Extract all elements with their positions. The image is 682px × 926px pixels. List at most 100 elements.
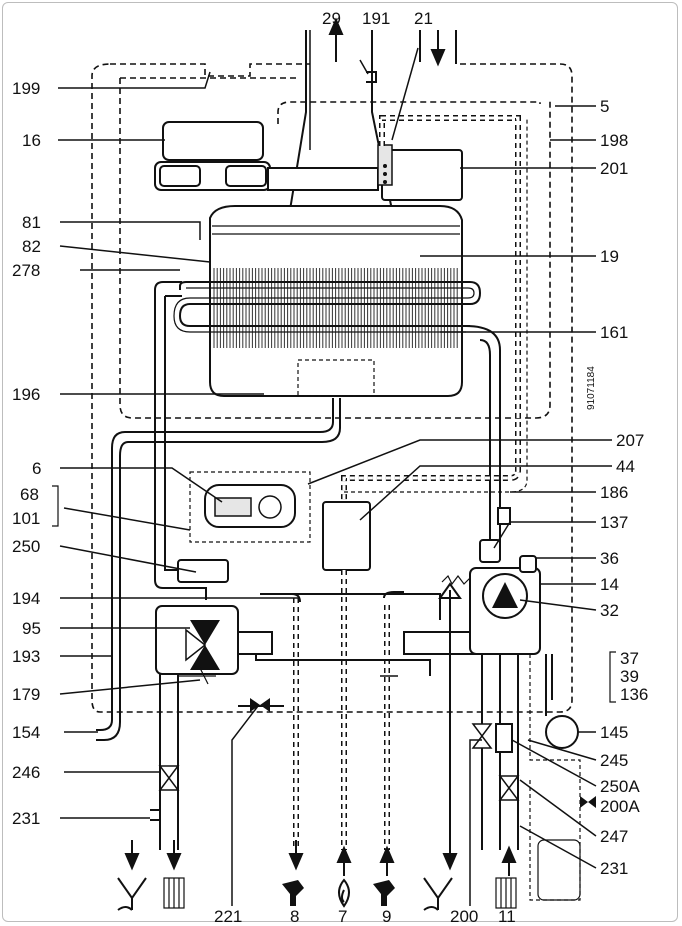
casing-outline xyxy=(91,38,573,713)
label-231: 231 xyxy=(12,809,40,828)
label-247: 247 xyxy=(600,827,628,846)
label-82: 82 xyxy=(22,237,41,256)
label-186: 186 xyxy=(600,483,628,502)
label-39: 39 xyxy=(620,667,639,686)
expansion-vessel xyxy=(545,715,579,749)
expansion-vessel-pipe xyxy=(545,654,553,716)
radiator-icon xyxy=(163,877,185,909)
callout-labels: 29 191 21 199 5 16 198 201 81 82 278 19 … xyxy=(12,9,648,926)
fan-outlet xyxy=(267,167,379,191)
label-191: 191 xyxy=(362,9,390,28)
control-knob xyxy=(258,495,282,519)
label-5: 5 xyxy=(600,97,609,116)
valve-200A xyxy=(580,796,596,808)
label-32: 32 xyxy=(600,601,619,620)
label-194: 194 xyxy=(12,589,40,608)
return-pipe-right xyxy=(465,325,501,560)
terminal-dot-3 xyxy=(383,180,387,184)
pump-arrow xyxy=(492,582,518,608)
inner-chamber-outline xyxy=(277,101,541,124)
terminal-dot-1 xyxy=(383,164,387,168)
label-7: 7 xyxy=(338,907,347,926)
label-193: 193 xyxy=(12,647,40,666)
valve-stack-left xyxy=(159,674,179,850)
label-36: 36 xyxy=(600,549,619,568)
arrow-down-safety xyxy=(442,840,458,871)
flame-icon xyxy=(338,878,350,908)
label-6: 6 xyxy=(32,459,41,478)
plate-hx-pipe xyxy=(255,593,441,676)
label-154: 154 xyxy=(12,723,40,742)
burner-outline xyxy=(297,359,375,397)
label-200A: 200A xyxy=(600,797,640,816)
label-201: 201 xyxy=(600,159,628,178)
label-207: 207 xyxy=(616,431,644,450)
label-196: 196 xyxy=(12,385,40,404)
label-19: 19 xyxy=(600,247,619,266)
diverter-out xyxy=(238,631,273,655)
label-137: 137 xyxy=(600,513,628,532)
label-250A: 250A xyxy=(600,777,640,796)
valve-231-left xyxy=(150,809,161,821)
coil-upper-in xyxy=(173,287,475,333)
motor-250 xyxy=(177,559,229,583)
safety-valve-spring xyxy=(441,574,471,586)
drain-funnel-icon-2 xyxy=(423,877,453,911)
bracket-37-136 xyxy=(609,651,616,703)
label-44: 44 xyxy=(616,457,635,476)
chamber-outline xyxy=(119,77,551,419)
coil-upper xyxy=(178,281,482,327)
label-145: 145 xyxy=(600,723,628,742)
leader-lines xyxy=(58,30,612,906)
arrow-up-cold xyxy=(379,845,395,876)
display-screen xyxy=(214,497,252,517)
label-231b: 231 xyxy=(600,859,628,878)
label-68: 68 xyxy=(20,485,39,504)
label-14: 14 xyxy=(600,575,619,594)
sensor-186 xyxy=(497,507,511,525)
label-11: 11 xyxy=(498,907,516,926)
valve-179 xyxy=(178,667,216,685)
drain-pipe xyxy=(96,398,334,731)
label-29: 29 xyxy=(322,9,341,28)
tap-icon-cold xyxy=(373,880,395,906)
arrow-down-drain xyxy=(124,840,140,871)
label-199: 199 xyxy=(12,79,40,98)
arrow-up-return xyxy=(501,845,517,876)
safety-valve xyxy=(438,582,462,850)
label-8: 8 xyxy=(290,907,299,926)
label-221: 221 xyxy=(214,907,242,926)
label-9: 9 xyxy=(382,907,391,926)
filter-250A xyxy=(495,723,513,753)
label-81: 81 xyxy=(22,213,41,232)
fan-blade-1 xyxy=(159,165,201,187)
radiator-icon-2 xyxy=(495,877,517,909)
drain-pipe-inner xyxy=(96,398,341,741)
label-136: 136 xyxy=(620,685,648,704)
plate-hx-right xyxy=(403,631,481,655)
drain-funnel-icon xyxy=(117,877,147,911)
flue-test-point xyxy=(366,71,377,83)
terminal-dot-2 xyxy=(383,172,387,176)
fan-motor xyxy=(162,121,264,161)
label-179: 179 xyxy=(12,685,40,704)
valve-200 xyxy=(471,723,493,749)
arrow-up-icon xyxy=(328,17,344,62)
label-161: 161 xyxy=(600,323,628,342)
fan-blade-2 xyxy=(225,165,267,187)
label-245: 245 xyxy=(600,751,628,770)
bracket-68-101 xyxy=(52,485,59,527)
valve-247 xyxy=(498,775,520,801)
label-198: 198 xyxy=(600,131,628,150)
tap-icon-hot xyxy=(282,880,304,906)
flow-pipe-left xyxy=(154,290,207,600)
arrow-up-gas xyxy=(336,845,352,876)
label-16: 16 xyxy=(22,131,41,150)
wire-harness-2 xyxy=(344,118,528,493)
arrow-down-icon xyxy=(430,30,446,67)
air-duct xyxy=(419,30,457,64)
filling-loop-bottle xyxy=(537,839,581,901)
document-code: 91071184 xyxy=(586,366,597,410)
